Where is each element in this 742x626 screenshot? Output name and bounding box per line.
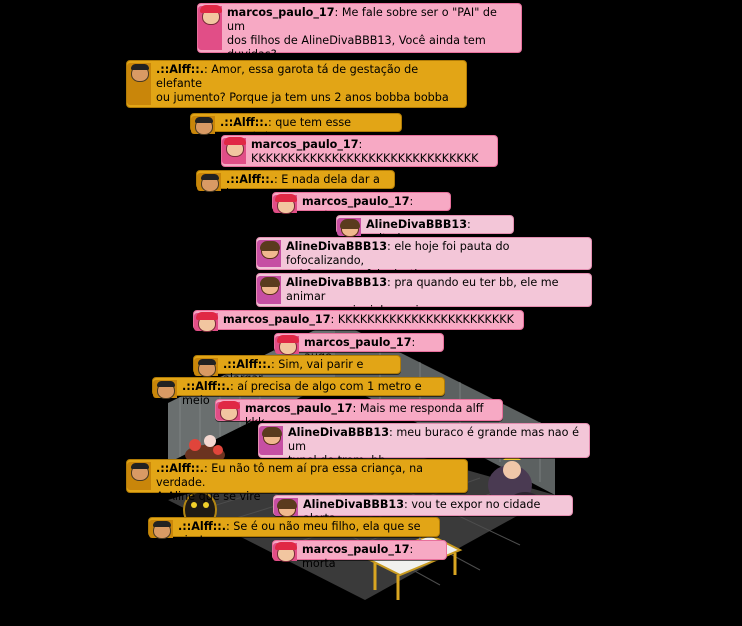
avatar — [153, 380, 177, 399]
chat-username: .::Alff::. — [182, 380, 230, 393]
avatar — [273, 542, 297, 562]
chat-username: marcos_paulo_17 — [304, 336, 412, 349]
chat-message: aí precisa de algo com 1 metro e meio — [182, 380, 426, 407]
avatar — [257, 240, 281, 267]
chat-bubble[interactable]: AlineDivaBBB13: vou te expor no cidade a… — [273, 495, 573, 525]
chat-message: morta — [302, 557, 336, 570]
avatar — [194, 312, 218, 332]
chat-bubble[interactable]: marcos_paulo_17: KKKKKKKKKKKKKKKKKKKKKKK… — [193, 310, 524, 332]
chat-username: AlineDivaBBB13 — [286, 276, 387, 289]
chat-bubble[interactable]: AlineDivaBBB13: pra quando eu ter bb, el… — [256, 273, 592, 317]
chat-bubble[interactable]: .::Alff::.: Se é ou não meu filho, ela q… — [148, 517, 440, 547]
chat-bubble[interactable]: .::Alff::.: Sim, vai parir e alargar — [193, 355, 401, 385]
chat-username: marcos_paulo_17 — [302, 543, 410, 556]
chat-bubble[interactable]: .::Alff::.: Amor, essa garota tá de gest… — [126, 60, 467, 118]
chat-username: AlineDivaBBB13 — [288, 426, 389, 439]
avatar — [194, 358, 218, 377]
chat-bubble[interactable]: .::Alff::.: Eu não tô nem aí pra essa cr… — [126, 459, 468, 503]
chat-username: .::Alff::. — [220, 116, 268, 129]
avatar — [198, 5, 222, 50]
chat-username: .::Alff::. — [226, 173, 274, 186]
chat-message: KKKKKKKKKKKKKKKKKKKKKKKKKKKKKKK — [251, 152, 479, 165]
chat-username: marcos_paulo_17 — [245, 402, 353, 415]
chat-message: morta — [302, 209, 336, 222]
avatar — [337, 218, 361, 237]
chat-message: Amor, essa garota tá de gestação de elef… — [156, 63, 449, 118]
avatar — [275, 335, 299, 355]
chat-bubble[interactable]: marcos_paulo_17: morta — [272, 192, 451, 222]
chat-message: Se é ou não meu filho, ela que se vire! — [178, 520, 425, 547]
chat-username: marcos_paulo_17 — [223, 313, 331, 326]
chat-message: Mais me responda alff kkk — [245, 402, 488, 429]
chat-bubble[interactable]: AlineDivaBBB13: meu buraco é grande mas … — [258, 423, 590, 467]
chat-bubble[interactable]: AlineDivaBBB13: ele hoje foi pauta do fo… — [256, 237, 592, 281]
chat-username: AlineDivaBBB13 — [366, 218, 467, 231]
chat-bubble[interactable]: marcos_paulo_17: Mais me responda alff k… — [215, 399, 503, 429]
chat-message: vou te expor no cidade alerta — [303, 498, 541, 525]
chat-bubble[interactable]: AlineDivaBBB13: coitado — [336, 215, 514, 245]
chat-message: meu buraco é grande mas nao é um tunel d… — [288, 426, 579, 467]
chat-bubble[interactable]: .::Alff::.: aí precisa de algo com 1 met… — [152, 377, 445, 407]
chat-username: AlineDivaBBB13 — [286, 240, 387, 253]
chat-message: E nada dela dar a luz — [226, 173, 384, 200]
chat-username: marcos_paulo_17 — [251, 138, 359, 151]
avatar — [222, 137, 246, 164]
chat-username: AlineDivaBBB13 — [303, 498, 404, 511]
chat-username: .::Alff::. — [156, 462, 204, 475]
avatar — [259, 426, 283, 455]
chat-bubble[interactable]: .::Alff::.: que tem esse assunto* — [190, 113, 402, 143]
chat-username: .::Alff::. — [178, 520, 226, 533]
chat-bubble[interactable]: marcos_paulo_17: auge — [274, 333, 444, 363]
avatar — [127, 63, 151, 105]
avatar — [191, 116, 215, 135]
chat-username: .::Alff::. — [156, 63, 204, 76]
avatar — [127, 462, 151, 490]
chat-message: KKKKKKKKKKKKKKKKKKKKKKKK — [337, 313, 514, 326]
chat-username: marcos_paulo_17 — [302, 195, 410, 208]
chat-username: .::Alff::. — [223, 358, 271, 371]
avatar — [197, 173, 221, 192]
avatar — [257, 276, 281, 304]
chat-bubble[interactable]: marcos_paulo_17: Me fale sobre ser o "PA… — [197, 3, 522, 61]
chat-bubble[interactable]: marcos_paulo_17: morta — [272, 540, 447, 570]
chat-message: Me fale sobre ser o "PAI" de um dos filh… — [227, 6, 497, 61]
chat-message: Eu não tô nem aí pra essa criança, na ve… — [156, 462, 424, 503]
chat-username: marcos_paulo_17 — [227, 6, 335, 19]
chat-bubble[interactable]: marcos_paulo_17: KKKKKKKKKKKKKKKKKKKKKKK… — [221, 135, 498, 167]
avatar — [149, 520, 173, 539]
avatar — [216, 401, 240, 421]
avatar — [274, 498, 298, 517]
chat-bubble[interactable]: .::Alff::.: E nada dela dar a luz — [196, 170, 395, 200]
avatar — [273, 194, 297, 214]
